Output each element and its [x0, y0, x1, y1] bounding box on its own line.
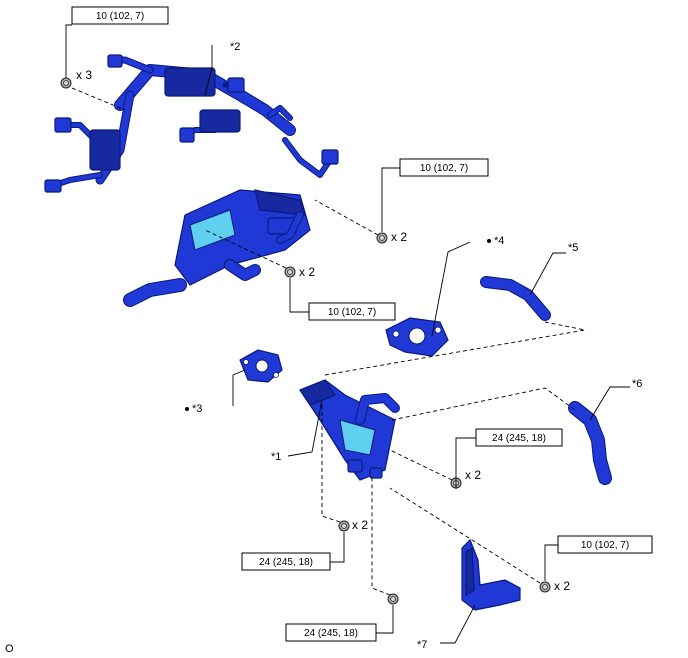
callout-2: *2 [230, 41, 240, 53]
callout-4: *4 [494, 235, 504, 247]
torque-spec-text: 24 (245, 18) [492, 433, 546, 444]
bullet-dot-icon [487, 239, 491, 243]
callout-6: *6 [632, 378, 642, 390]
bolt-icon [539, 581, 551, 593]
gasket-3 [239, 349, 283, 383]
illustration-code: O [5, 643, 14, 655]
bolt-icon [376, 232, 388, 244]
torque-spec-box: 10 (102, 7) [399, 158, 489, 177]
bullet-dot-icon [185, 407, 189, 411]
torque-spec-text: 10 (102, 7) [328, 307, 376, 318]
callout-7: *7 [417, 639, 427, 651]
quantity-label: x 2 [352, 518, 368, 532]
torque-spec-text: 10 (102, 7) [420, 163, 468, 174]
torque-spec-box: 24 (245, 18) [241, 552, 331, 571]
leader-lines [65, 24, 630, 644]
quantity-label: x 2 [554, 579, 570, 593]
quantity-label: x 3 [76, 68, 92, 82]
quantity-label: x 2 [465, 468, 481, 482]
torque-spec-text: 10 (102, 7) [96, 11, 144, 22]
torque-spec-box: 10 (102, 7) [308, 302, 396, 321]
nut-icon [387, 593, 399, 605]
egr-cooler [299, 379, 400, 481]
torque-spec-box: 10 (102, 7) [557, 535, 653, 554]
bolt-icon [60, 77, 72, 89]
torque-spec-box: 24 (245, 18) [475, 428, 563, 447]
torque-spec-text: 24 (245, 18) [259, 557, 313, 568]
gasket-4 [385, 317, 449, 357]
water-hose-5 [480, 276, 551, 321]
callout-1: *1 [271, 451, 281, 463]
torque-spec-text: 24 (245, 18) [304, 628, 358, 639]
callout-3: *3 [192, 403, 202, 415]
egr-cooler-bracket-7 [461, 538, 521, 611]
torque-spec-box: 24 (245, 18) [285, 623, 377, 642]
assembly-lines [71, 87, 586, 596]
water-hose-6 [568, 401, 612, 485]
nut-icon [338, 520, 350, 532]
torque-spec-box: 10 (102, 7) [71, 6, 169, 25]
torque-spec-text: 10 (102, 7) [581, 540, 629, 551]
nut-icon [284, 266, 296, 278]
callout-5: *5 [568, 242, 578, 254]
quantity-label: x 2 [299, 265, 315, 279]
quantity-label: x 2 [391, 230, 407, 244]
engine-wire-harness-assembly [44, 54, 339, 307]
